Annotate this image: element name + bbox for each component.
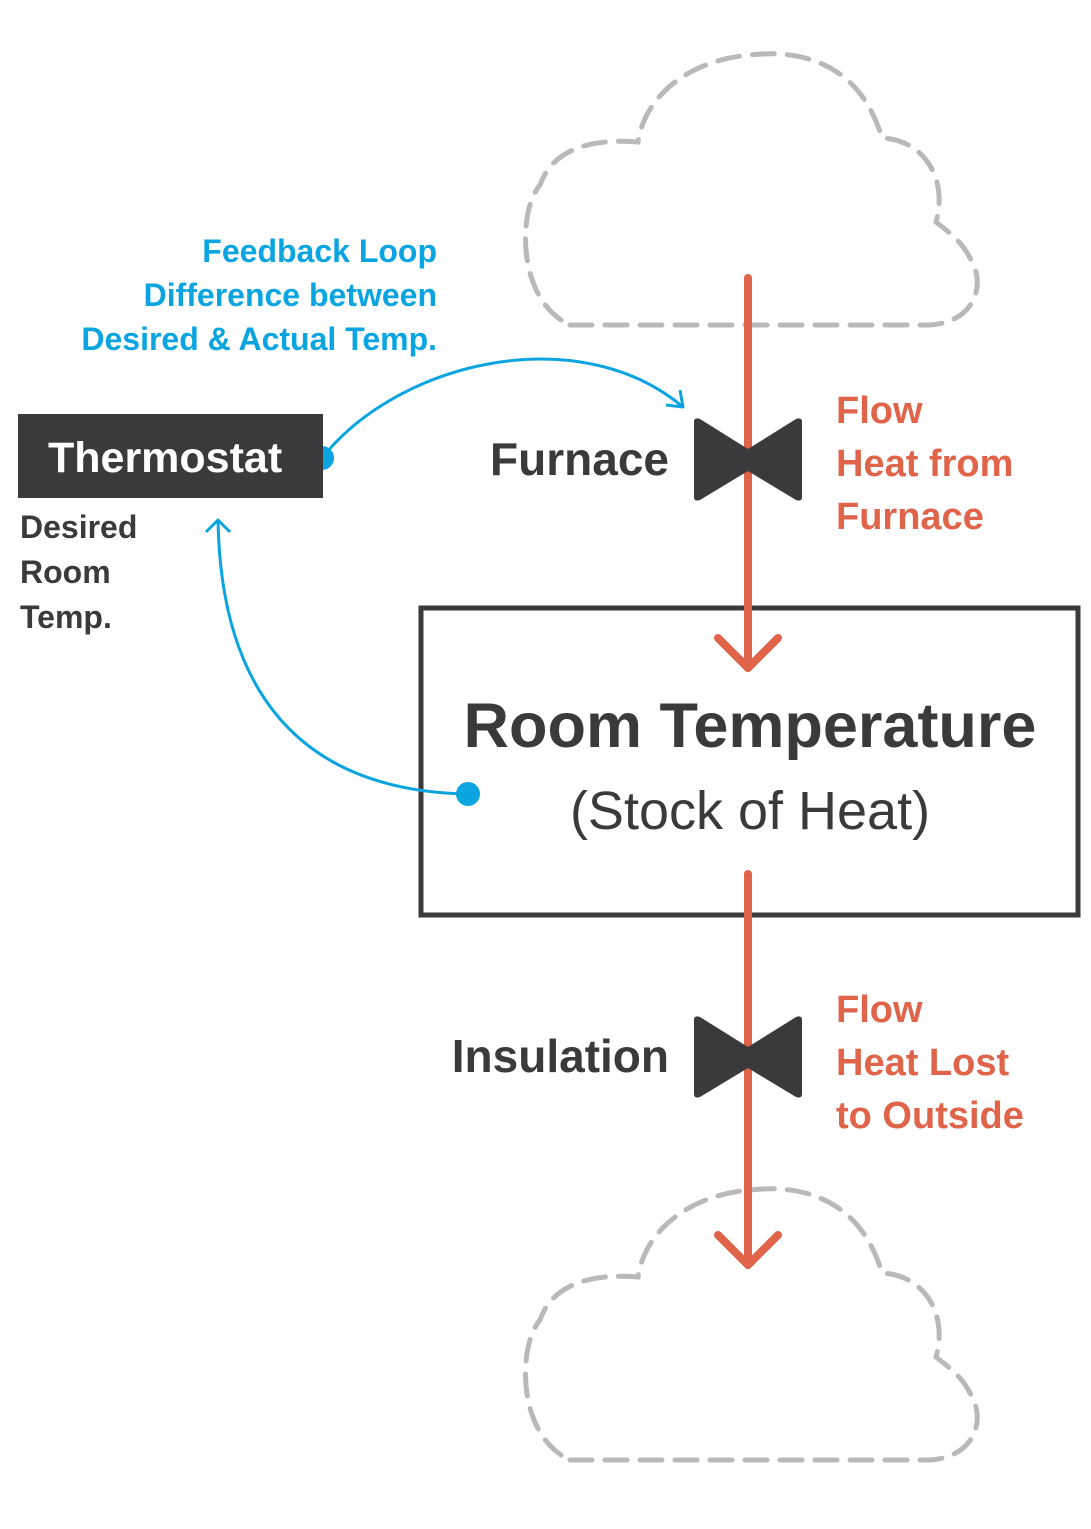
desired-line3: Temp. bbox=[20, 599, 112, 635]
inflow-line3: Furnace bbox=[836, 496, 984, 538]
furnace-label: Furnace bbox=[490, 433, 669, 485]
inflow-arrowhead bbox=[714, 634, 782, 672]
stock-title: Room Temperature bbox=[463, 691, 1037, 761]
feedback-line2: Difference between bbox=[143, 277, 437, 313]
feedback-arrowhead-furnace bbox=[665, 389, 685, 409]
outflow-arrowhead bbox=[714, 1231, 782, 1269]
feedback-line3: Desired & Actual Temp. bbox=[81, 321, 437, 357]
inflow-flow-label: Flow Heat from Furnace bbox=[836, 385, 1013, 544]
outflow-line1: Flow bbox=[836, 989, 923, 1031]
insulation-valve-icon bbox=[694, 1016, 802, 1098]
stock-subtitle: (Stock of Heat) bbox=[569, 781, 931, 841]
feedback-arrowhead-thermostat bbox=[204, 518, 232, 534]
thermostat-label: Thermostat bbox=[48, 434, 283, 482]
outflow-line3: to Outside bbox=[836, 1095, 1024, 1137]
outflow-flow-label: Flow Heat Lost to Outside bbox=[836, 984, 1024, 1143]
feedback-label: Feedback Loop Difference between Desired… bbox=[81, 229, 437, 361]
feedback-arrow-to-thermostat bbox=[216, 519, 469, 796]
inflow-line2: Heat from bbox=[836, 443, 1014, 485]
sink-cloud-icon bbox=[523, 1186, 980, 1463]
outflow-line2: Heat Lost bbox=[836, 1042, 1010, 1084]
feedback-title: Feedback Loop bbox=[202, 233, 437, 269]
insulation-label: Insulation bbox=[451, 1030, 669, 1082]
desired-room-temp-label: Desired Room Temp. bbox=[20, 505, 137, 640]
inflow-line1: Flow bbox=[836, 390, 923, 432]
thermostat-box bbox=[18, 414, 323, 498]
desired-line1: Desired bbox=[20, 509, 138, 545]
stock-connector-dot bbox=[456, 782, 480, 806]
desired-line2: Room bbox=[20, 554, 111, 590]
source-cloud-icon bbox=[523, 51, 980, 328]
furnace-valve-icon bbox=[694, 418, 802, 501]
feedback-arrow-to-furnace bbox=[320, 357, 684, 459]
